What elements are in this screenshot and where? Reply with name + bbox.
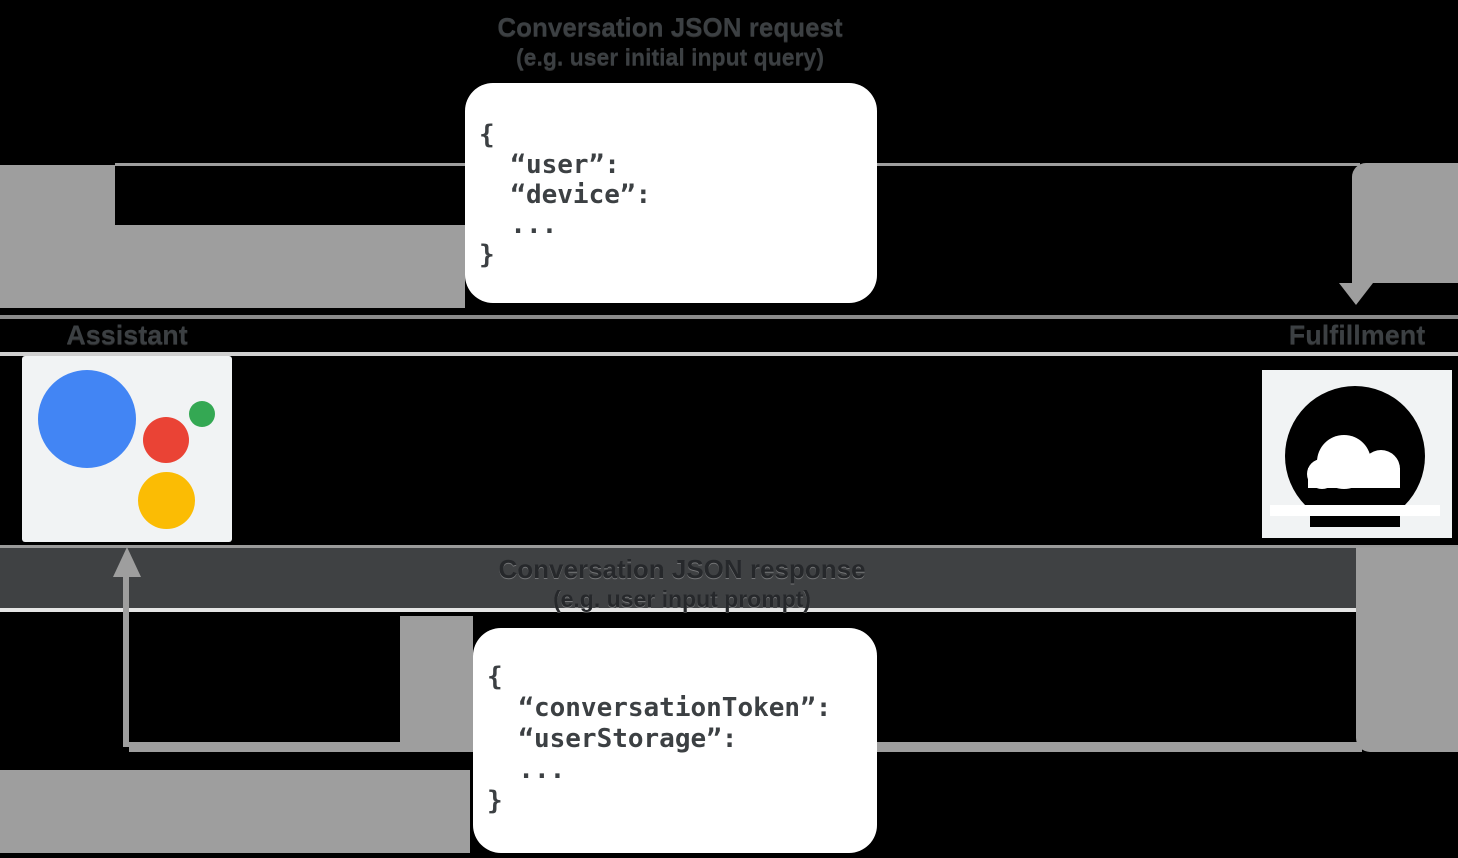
response-arrow-right-column (1356, 547, 1458, 752)
request-payload-box: { “user”: “device”: ... } (465, 83, 877, 303)
response-arrow-left-line (123, 577, 129, 747)
response-title-band-bottom-edge (0, 608, 1458, 612)
assistant-yellow-dot (138, 472, 195, 529)
assistant-blue-dot (38, 370, 136, 468)
response-title-band (0, 545, 1458, 612)
fulfillment-label: Fulfillment (1288, 320, 1426, 350)
response-subtitle: (e.g. user input prompt) (552, 586, 812, 612)
cloud-fulfillment-icon (1270, 386, 1440, 527)
request-arrow-band-left (0, 165, 115, 308)
arrow-up-icon (113, 547, 141, 577)
request-subtitle: (e.g. user initial input query) (516, 44, 824, 70)
fulfillment-tile (1262, 370, 1452, 538)
request-arrow-right-column (1352, 163, 1458, 283)
assistant-red-dot (143, 417, 189, 463)
assistant-green-dot (189, 401, 215, 427)
request-payload-code: { “user”: “device”: ... } (479, 120, 652, 270)
bottom-band-left (0, 770, 470, 853)
request-arrow-band-left-2 (115, 225, 465, 308)
assistant-label: Assistant (66, 320, 188, 350)
assistant-tile (22, 356, 232, 542)
node-row-bottom-line (0, 352, 1458, 356)
response-box-left-column (400, 616, 473, 742)
response-payload-box: { “conversationToken”: “userStorage”: ..… (473, 628, 877, 853)
node-row-top-line (0, 315, 1458, 319)
arrow-down-icon (1339, 283, 1373, 305)
response-title-band-top-edge (0, 545, 1458, 548)
request-title: Conversation JSON request (497, 12, 843, 42)
response-title: Conversation JSON response (498, 554, 866, 584)
response-payload-code: { “conversationToken”: “userStorage”: ..… (487, 662, 832, 816)
